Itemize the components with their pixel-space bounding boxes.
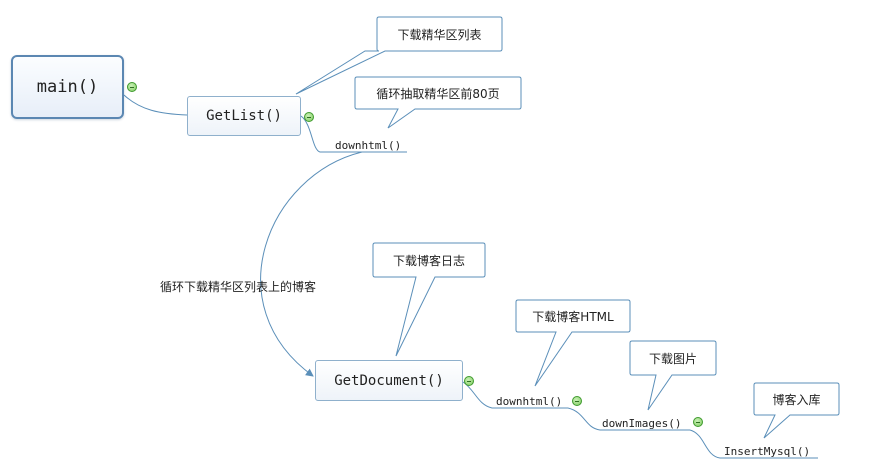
callout-images-shape xyxy=(629,340,717,411)
loop-download-edge-label: 循环下载精华区列表上的博客 xyxy=(160,280,317,294)
callout-db: 博客入库 xyxy=(772,392,821,407)
callout-blog-html: 下载博客HTML xyxy=(532,309,614,324)
callout-db-shape xyxy=(753,382,840,439)
getlist-node[interactable]: GetList() xyxy=(187,96,301,136)
insertmysql-node[interactable]: InsertMysql() xyxy=(724,445,811,458)
doc-downhtml-node[interactable]: downhtml() xyxy=(496,395,563,408)
getlist-node-label: GetList() xyxy=(206,108,282,124)
main-node[interactable]: main() xyxy=(11,55,124,119)
getdocument-node-label: GetDocument() xyxy=(334,372,444,389)
callout-loop-pages-shape xyxy=(354,76,522,129)
callout-download-list: 下载精华区列表 xyxy=(397,27,482,42)
connector-main-getlist xyxy=(123,94,188,116)
getdocument-collapse-icon[interactable] xyxy=(464,376,474,386)
main-collapse-icon[interactable] xyxy=(127,82,137,92)
getlist-collapse-icon[interactable] xyxy=(304,112,314,122)
downimages-node[interactable]: downImages() xyxy=(602,417,682,430)
callout-blog-log: 下载博客日志 xyxy=(392,253,465,268)
callout-blog-html-shape xyxy=(515,299,631,387)
main-node-label: main() xyxy=(36,77,99,97)
downimages-collapse-icon[interactable] xyxy=(693,417,703,427)
downhtml-collapse-icon[interactable] xyxy=(572,396,582,406)
callout-loop-pages: 循环抽取精华区前80页 xyxy=(376,86,500,101)
connector-downimages-insertmysql xyxy=(689,429,818,459)
connector-downhtml-downimages xyxy=(567,407,690,431)
getdocument-node[interactable]: GetDocument() xyxy=(315,360,463,401)
getlist-downhtml-node[interactable]: downhtml() xyxy=(335,139,402,152)
connector-downhtml-getdocument xyxy=(260,151,363,377)
callout-images: 下载图片 xyxy=(648,351,697,366)
callout-download-list-shape xyxy=(295,16,503,95)
callout-blog-log-shape xyxy=(372,242,486,357)
